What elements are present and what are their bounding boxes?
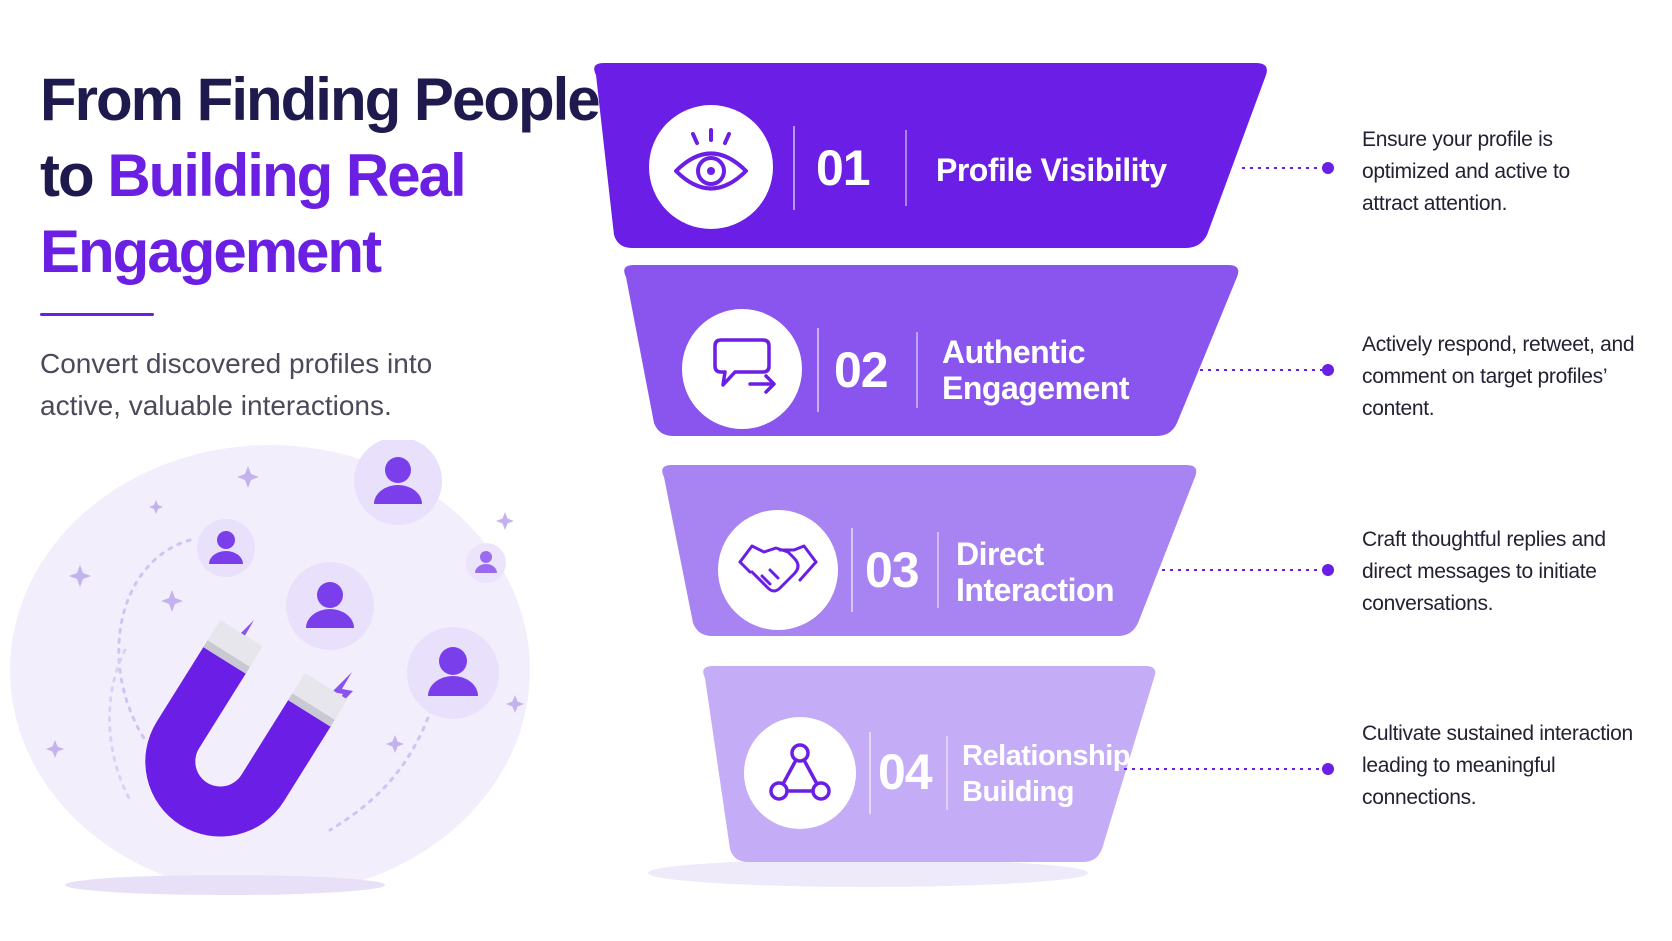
funnel-shadow <box>648 859 1088 887</box>
connector-dot <box>1322 564 1334 576</box>
stage-description-2: Actively respond, retweet, and comment o… <box>1362 333 1635 420</box>
person-icon <box>354 440 442 525</box>
subtitle: Convert discovered profiles into active,… <box>40 348 433 421</box>
magnet-shadow <box>65 875 385 895</box>
connector-dot <box>1322 162 1334 174</box>
title-line-3-accent: Engagement <box>40 218 382 285</box>
stage-icon-badge <box>682 309 802 429</box>
magnet-icon <box>145 620 348 837</box>
lightning-icon <box>329 672 353 716</box>
connector-dot <box>1322 763 1334 775</box>
sparkle-icon <box>506 695 524 713</box>
sparkle-icon <box>46 740 64 758</box>
stage-description-4: Cultivate sustained interaction leading … <box>1362 722 1633 809</box>
magnet-illustration <box>10 440 530 895</box>
person-icon <box>466 543 506 583</box>
stage-label-3: Direct Interaction <box>956 536 1115 608</box>
network-icon <box>769 743 831 801</box>
stage-description-3: Craft thoughtful replies and direct mess… <box>1362 528 1606 615</box>
stage-icon-badge <box>718 510 838 630</box>
illustration-backdrop <box>10 445 530 895</box>
person-icon <box>197 519 255 577</box>
title-line-1: From Finding People <box>40 66 601 133</box>
stage-band <box>594 63 1267 248</box>
eye-icon <box>674 128 748 191</box>
stage-number-4: 04 <box>878 744 933 800</box>
motion-arc <box>108 648 132 802</box>
funnel-stage-4[interactable] <box>703 666 1156 862</box>
title-line-2-prefix: to <box>40 142 95 209</box>
engagement-funnel <box>594 63 1267 887</box>
title-line-2-accent: Building Real <box>107 142 466 209</box>
handshake-icon <box>738 544 818 593</box>
sparkle-icon <box>149 500 163 514</box>
funnel-stage-1[interactable] <box>594 63 1267 248</box>
sparkle-icon <box>386 735 404 753</box>
title-divider <box>40 313 154 316</box>
stage-label-4: Relationship Building <box>962 740 1131 808</box>
stage-number-3: 03 <box>865 542 920 598</box>
page-title: From Finding People to Building Real Eng… <box>40 62 601 290</box>
funnel-stage-3[interactable] <box>662 465 1197 636</box>
person-icon <box>407 627 499 719</box>
stage-number-2: 02 <box>834 342 889 398</box>
stage-label-2: Authentic Engagement <box>942 334 1130 406</box>
sparkle-icon <box>496 512 514 530</box>
sparkle-icon <box>237 466 259 488</box>
connector-dot <box>1322 364 1334 376</box>
sparkle-icon <box>69 565 91 587</box>
motion-arc <box>117 538 192 742</box>
stage-number-1: 01 <box>816 140 871 196</box>
person-icon <box>286 562 374 650</box>
sparkle-icon <box>161 590 183 612</box>
stage-icon-badge <box>744 717 856 829</box>
chat-reply-icon <box>713 338 776 394</box>
funnel-stage-2[interactable] <box>624 265 1239 436</box>
stage-description-1: Ensure your profile is optimized and act… <box>1362 128 1570 215</box>
stage-label-1: Profile Visibility <box>936 152 1167 188</box>
